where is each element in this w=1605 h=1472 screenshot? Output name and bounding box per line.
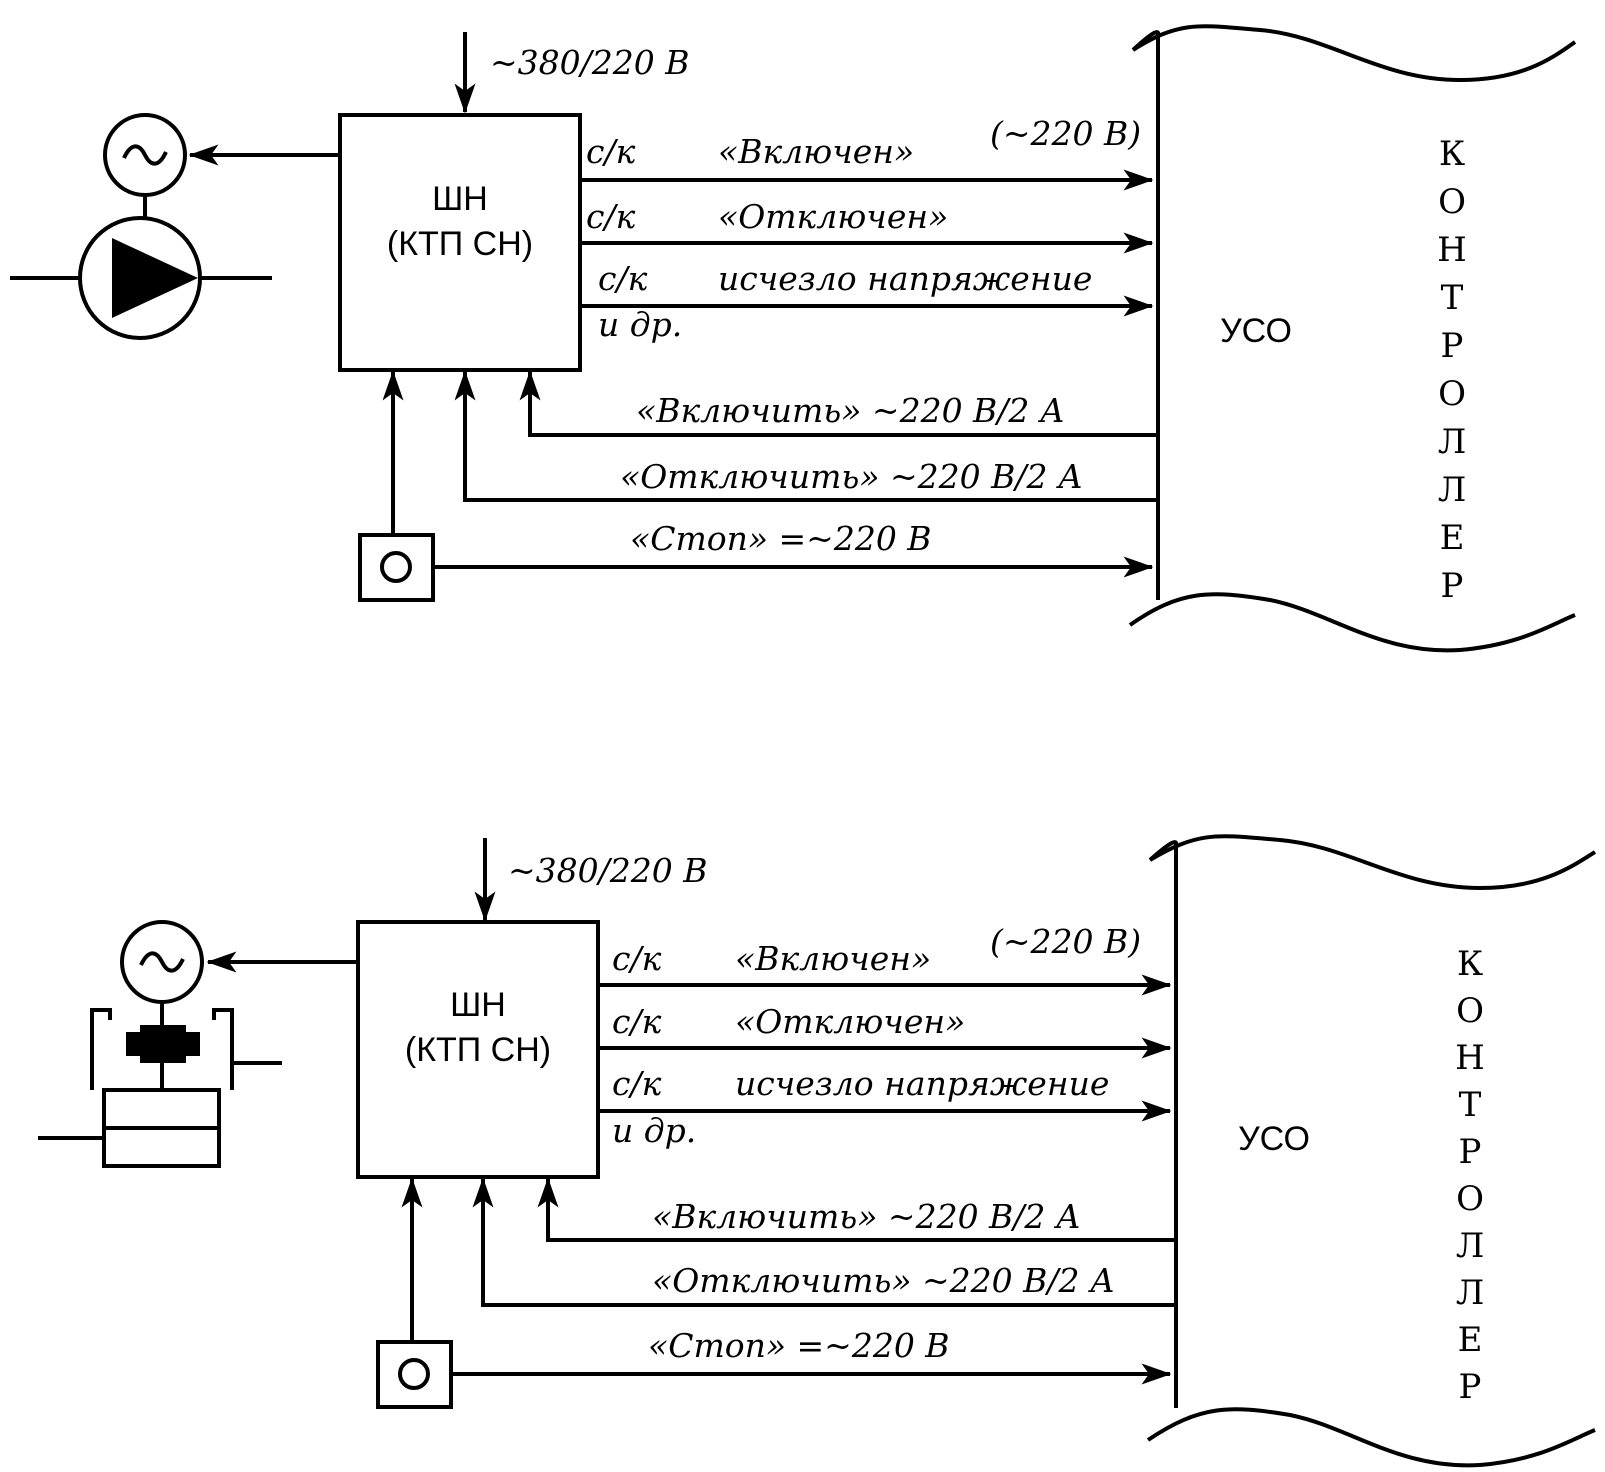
controller-letter: Л: [1438, 470, 1466, 510]
controller-letter: Р: [1441, 566, 1464, 606]
signal-label-voltage-lost: исчезло напряжение: [718, 259, 1092, 298]
controller-label: К О Н Т Р О Л Л Е Р: [1455, 944, 1485, 1407]
controller-letter: Л: [1438, 422, 1466, 462]
controller-letter: Н: [1455, 1038, 1485, 1078]
controller-letter: Т: [1459, 1085, 1482, 1125]
command-label-on: «Включить» ~220 В/2 А: [652, 1197, 1081, 1236]
stop-button-box: [376, 1340, 453, 1409]
signal-label-etc: и др.: [612, 1111, 696, 1150]
controller-letter: К: [1457, 944, 1483, 984]
signal-label-etc: и др.: [598, 305, 682, 344]
controller-letter: К: [1439, 134, 1465, 174]
voltage-note: (~220 В): [990, 114, 1141, 153]
valve-body-sides: [90, 1008, 234, 1090]
valve-actuator-left: [126, 1032, 140, 1056]
valve-seat-upper: [102, 1088, 221, 1130]
signal-label-voltage-lost: исчезло напряжение: [735, 1064, 1109, 1103]
stop-button-icon: [398, 1358, 430, 1390]
command-line-on: [519, 370, 1158, 437]
pump-triangle-icon: [112, 238, 198, 318]
controller-letter: Т: [1441, 278, 1464, 318]
controller-letter: Л: [1456, 1226, 1484, 1266]
controller-letter: Е: [1440, 518, 1465, 558]
stop-button-icon: [380, 551, 412, 583]
supply-label: ~380/220 В: [508, 851, 707, 890]
controller-label: К О Н Т Р О Л Л Е Р: [1437, 134, 1467, 606]
contact-label: с/к: [612, 1064, 662, 1103]
controller-letter: О: [1438, 182, 1466, 222]
contact-label: с/к: [586, 197, 636, 236]
uso-label: УСО: [1220, 312, 1292, 350]
command-label-off: «Отключить» ~220 В/2 А: [620, 457, 1083, 496]
valve-yoke: [92, 1008, 232, 1020]
contact-label: с/к: [598, 259, 648, 298]
controller-letter: О: [1456, 1179, 1484, 1219]
uso-left-edge: [1148, 840, 1179, 1408]
command-label-on: «Включить» ~220 В/2 А: [636, 391, 1065, 430]
signal-label-off: «Отключен»: [718, 197, 948, 236]
shn-block-title: ШН: [450, 986, 506, 1024]
contact-label: с/к: [612, 939, 662, 978]
shn-block-subtitle: (КТП СН): [387, 225, 533, 263]
contact-label: с/к: [612, 1002, 662, 1041]
controller-top-edge: [1131, 24, 1577, 83]
uso-label: УСО: [1238, 1120, 1310, 1158]
voltage-note: (~220 В): [990, 922, 1141, 961]
valve-actuator-icon: [140, 1025, 186, 1063]
controller-letter: Н: [1437, 230, 1467, 270]
command-line-off: [472, 1177, 1176, 1307]
controller-letter: О: [1456, 991, 1484, 1031]
supply-label: ~380/220 В: [490, 43, 689, 82]
controller-letter: Л: [1456, 1273, 1484, 1313]
stop-button-box: [358, 533, 435, 602]
command-label-stop: «Стоп» =~220 В: [648, 1326, 950, 1365]
signal-label-on: «Включен»: [735, 939, 931, 978]
command-line-off: [454, 370, 1158, 502]
controller-top-edge: [1148, 834, 1597, 891]
controller-bottom-edge: [1128, 592, 1576, 653]
controller-letter: Р: [1459, 1367, 1482, 1407]
controller-letter: Е: [1458, 1320, 1483, 1360]
controller-bottom-edge: [1146, 1407, 1596, 1468]
command-label-stop: «Стоп» =~220 В: [630, 519, 932, 558]
controller-letter: О: [1438, 374, 1466, 414]
command-label-off: «Отключить» ~220 В/2 А: [652, 1261, 1115, 1300]
valve-actuator-right: [186, 1032, 200, 1056]
diagram-valve: ~380/220 В ШН (КТП СН) с/к «Включен» (~2…: [38, 834, 1597, 1468]
controller-letter: Р: [1459, 1132, 1482, 1172]
signal-label-on: «Включен»: [718, 132, 914, 171]
shn-block-title: ШН: [432, 180, 488, 218]
valve-seat-lower: [102, 1126, 221, 1168]
shn-block-subtitle: (КТП СН): [405, 1031, 551, 1069]
tilde-icon: [122, 144, 168, 166]
controller-letter: Р: [1441, 326, 1464, 366]
command-line-on: [537, 1177, 1176, 1242]
contact-label: с/к: [586, 132, 636, 171]
diagram-pump: ~380/220 В ШН (КТП СН) с/к «Включен» (~2…: [10, 24, 1577, 653]
signal-label-off: «Отключен»: [735, 1002, 965, 1041]
tilde-icon: [139, 951, 185, 973]
